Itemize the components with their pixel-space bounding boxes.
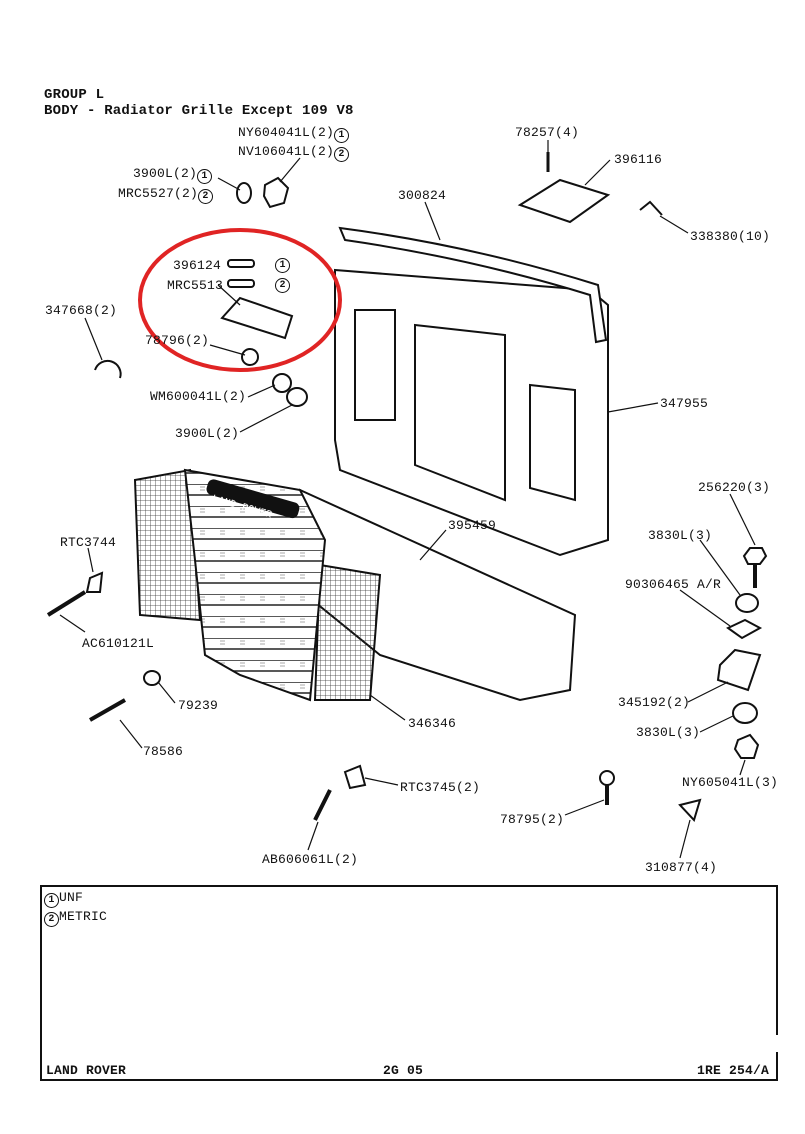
washer-3900l — [236, 182, 252, 204]
part-number: WM600041L(2) — [150, 389, 247, 404]
part-number: 3830L(3) — [636, 725, 701, 740]
part-number: 256220(3) — [698, 480, 771, 495]
legend-border — [776, 885, 778, 1035]
nut-ny604041l — [262, 176, 290, 209]
highlight-circle — [138, 228, 342, 372]
part-number: 345192(2) — [618, 695, 691, 710]
part-number: RTC3744 — [60, 535, 117, 550]
unf-badge: 1 — [197, 169, 213, 184]
clip-338380 — [639, 200, 663, 216]
legend-border — [776, 1052, 778, 1081]
part-number: AB606061L(2) — [262, 852, 359, 867]
metric-badge: 2 — [334, 147, 350, 162]
grille-badge — [206, 479, 300, 519]
grille-mesh-right — [313, 563, 382, 701]
seal-300824 — [338, 226, 608, 344]
unf-badge: 1 — [275, 258, 290, 273]
part-number: 310877(4) — [645, 860, 718, 875]
unf-badge: 1 — [44, 893, 59, 908]
legend-box — [40, 885, 777, 1081]
part-number: 3900L(2) — [175, 426, 240, 441]
part-number: 79239 — [178, 698, 219, 713]
screw-78796 — [241, 348, 259, 366]
part-number: 338380(10) — [690, 229, 771, 244]
clip-310877 — [678, 798, 702, 822]
unf-badge: 1 — [334, 128, 350, 143]
part-number: NY605041L(3) — [682, 775, 779, 790]
group-label: GROUP L — [44, 87, 105, 103]
screw-ac610121l — [46, 590, 87, 617]
screw-78586 — [89, 698, 126, 722]
bolt-256220 — [742, 547, 768, 565]
part-number: 347955 — [660, 396, 709, 411]
part-number: MRC5527(2) — [118, 186, 199, 201]
part-number: 346346 — [408, 716, 457, 731]
part-number: 396116 — [614, 152, 663, 167]
screw-78795 — [599, 770, 615, 786]
metric-badge: 2 — [275, 278, 290, 293]
washer-wm600041l — [272, 373, 292, 393]
bush-79239 — [143, 670, 161, 686]
panel-cutout — [354, 309, 396, 421]
part-number: 300824 — [398, 188, 447, 203]
page-title: BODY - Radiator Grille Except 109 V8 — [44, 103, 354, 119]
part-number: 3900L(2) — [133, 166, 198, 181]
washer-3900l-b — [286, 387, 308, 407]
part-number: MRC5513 — [167, 278, 224, 293]
clip-347668 — [94, 359, 122, 379]
metric-badge: 2 — [44, 912, 59, 927]
screw-ab606061l — [313, 789, 332, 821]
footer-ref: 1RE 254/A — [697, 1063, 770, 1078]
part-label: NV106041L(2)2 — [238, 144, 350, 162]
grille-mesh-left — [133, 468, 202, 622]
part-number: NV106041L(2) — [238, 144, 335, 159]
plate-396116 — [517, 178, 611, 224]
part-label: MRC5527(2)2 — [118, 186, 214, 204]
part-number: 396124 — [173, 258, 222, 273]
part-number: 78795(2) — [500, 812, 565, 827]
part-label: NY604041L(2)1 — [238, 125, 350, 143]
leader-lines — [59, 140, 756, 859]
washer-3830l-b — [732, 702, 758, 724]
nut-rtc3745 — [343, 764, 367, 790]
bracket-mrc5513 — [220, 296, 294, 340]
stud-mrc5513 — [227, 279, 255, 288]
footer-page: 2G 05 — [383, 1063, 424, 1078]
part-number: 78586 — [143, 744, 184, 759]
part-number: 3830L(3) — [648, 528, 713, 543]
stud-396124 — [227, 259, 255, 268]
panel-cutout — [529, 383, 576, 502]
part-number: AC610121L — [82, 636, 155, 651]
part-number: 90306465 A/R — [625, 577, 722, 592]
metric-badge: 2 — [198, 189, 214, 204]
nut-ny605041l — [733, 733, 760, 759]
backing-panel-347955 — [334, 268, 609, 557]
part-label: 3900L(2)1 — [133, 166, 213, 184]
part-number: 78257(4) — [515, 125, 580, 140]
part-number: 347668(2) — [45, 303, 118, 318]
part-number: RTC3745(2) — [400, 780, 481, 795]
bracket-345192 — [716, 648, 762, 692]
panel-cutout — [414, 323, 506, 502]
grille-center-346346 — [183, 468, 327, 702]
plate-90306465 — [726, 618, 763, 640]
part-number: 395459 — [448, 518, 497, 533]
part-number: NY604041L(2) — [238, 125, 335, 140]
legend-unf-label: UNF — [59, 890, 84, 905]
nut-rtc3744 — [85, 571, 104, 593]
washer-3830l — [735, 593, 759, 613]
footer-brand: LAND ROVER — [46, 1063, 127, 1078]
legend-metric-label: METRIC — [59, 909, 108, 924]
part-number: 78796(2) — [145, 333, 210, 348]
